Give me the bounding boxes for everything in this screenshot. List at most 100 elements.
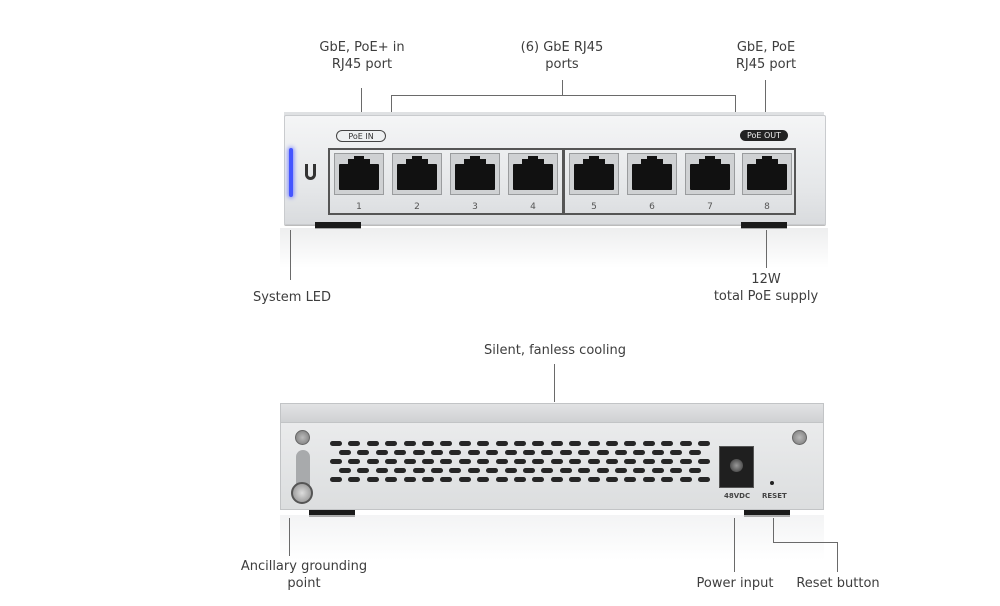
port-socket <box>513 164 553 190</box>
callout-cooling: Silent, fanless cooling <box>484 343 626 358</box>
vent-slot <box>412 450 425 455</box>
vent-slot <box>348 459 361 464</box>
vent-slot <box>550 441 563 446</box>
vent-slot <box>624 459 637 464</box>
leader-power-input <box>734 518 735 572</box>
port-latch <box>583 159 605 166</box>
vent-slot <box>688 450 701 455</box>
power-jack-pin <box>730 459 743 472</box>
vent-slot <box>642 441 655 446</box>
vent-slot <box>679 459 692 464</box>
port-number-label: 4 <box>530 202 536 212</box>
vent-slot <box>651 450 664 455</box>
poe-out-badge: PoE OUT <box>740 130 788 141</box>
rj45-port-8 <box>742 153 792 195</box>
vent-slot <box>679 477 692 482</box>
vent-slot <box>550 477 563 482</box>
callout-reset-button: Reset button <box>796 576 880 591</box>
leader-reset-v1 <box>773 518 774 542</box>
port-latch <box>464 159 486 166</box>
vent-slot <box>348 441 361 446</box>
vent-slot <box>486 450 499 455</box>
vent-slot <box>504 450 517 455</box>
vent-slot <box>578 450 591 455</box>
vent-slot <box>422 459 434 464</box>
screw-left-icon <box>295 430 310 445</box>
port-socket <box>632 164 672 190</box>
vent-slot <box>440 459 453 464</box>
vent-slot <box>440 441 453 446</box>
vent-slot <box>422 441 434 446</box>
power-label: 48VDC <box>724 492 751 500</box>
callout-grounding: Ancillary grounding point <box>236 558 372 592</box>
vent-slot <box>606 441 618 446</box>
leader-cooling <box>554 364 555 402</box>
callout-line-2: ports <box>545 57 579 72</box>
vent-slot <box>514 477 526 482</box>
leader-gbe-ports-bracket <box>391 95 736 96</box>
vent-slot <box>477 459 490 464</box>
vent-slot <box>569 441 582 446</box>
reset-button <box>770 481 774 485</box>
vent-slot <box>385 441 398 446</box>
rj45-port-3 <box>450 153 500 195</box>
callout-line-1: GbE, PoE+ in <box>319 40 405 55</box>
vent-slot <box>495 441 508 446</box>
vent-slot <box>357 450 370 455</box>
callout-power-input: Power input <box>696 576 774 591</box>
vent-slot <box>458 459 471 464</box>
vent-slot <box>624 477 637 482</box>
vent-slot <box>375 450 388 455</box>
port-latch <box>406 159 428 166</box>
vent-slot <box>541 468 554 473</box>
screw-right-icon <box>792 430 807 445</box>
vent-slot <box>606 477 618 482</box>
vent-slot <box>467 468 480 473</box>
vent-slot <box>458 477 471 482</box>
vent-slot <box>330 477 342 482</box>
callout-line-2: RJ45 port <box>735 57 797 72</box>
rear-reflection <box>280 515 824 560</box>
vent-slot <box>688 468 701 473</box>
grounding-tab <box>296 450 310 490</box>
rear-panel-top-edge <box>280 403 824 423</box>
vent-slot <box>422 477 434 482</box>
vent-slot <box>458 441 471 446</box>
front-panel-top-edge <box>284 112 824 117</box>
vent-slot <box>651 468 664 473</box>
system-led-indicator <box>289 148 293 197</box>
port-latch <box>528 156 538 160</box>
vent-slot <box>375 468 388 473</box>
port-socket <box>690 164 730 190</box>
vent-slot <box>431 468 443 473</box>
callout-poe-out-port: GbE, PoE RJ45 port <box>714 39 818 73</box>
vent-slot <box>357 468 370 473</box>
leader-poe-out <box>765 80 766 112</box>
vent-slot <box>642 477 655 482</box>
leader-system-led <box>290 230 291 280</box>
port-latch <box>705 156 715 160</box>
port-number-label: 3 <box>472 202 478 212</box>
power-input-jack <box>719 446 754 488</box>
vent-slot <box>385 459 398 464</box>
rear-foot-right <box>744 510 790 517</box>
callout-line-1: (6) GbE RJ45 <box>520 40 604 55</box>
vent-slot <box>670 468 683 473</box>
vent-slot <box>431 450 443 455</box>
vent-slot <box>615 450 627 455</box>
vent-slot <box>449 450 462 455</box>
port-group-right <box>564 148 796 215</box>
vent-slot <box>440 477 453 482</box>
reset-label: RESET <box>762 492 787 500</box>
vent-slot <box>698 441 710 446</box>
vent-slot <box>587 441 600 446</box>
vent-slot <box>514 441 526 446</box>
port-number-label: 1 <box>356 202 362 212</box>
vent-slot <box>477 477 490 482</box>
callout-line-1: 12W <box>751 272 781 287</box>
rj45-port-6 <box>627 153 677 195</box>
port-number-label: 6 <box>649 202 655 212</box>
rj45-port-5 <box>569 153 619 195</box>
leader-reset-h <box>773 542 837 543</box>
callout-poe-in-port: GbE, PoE+ in RJ45 port <box>310 39 414 73</box>
